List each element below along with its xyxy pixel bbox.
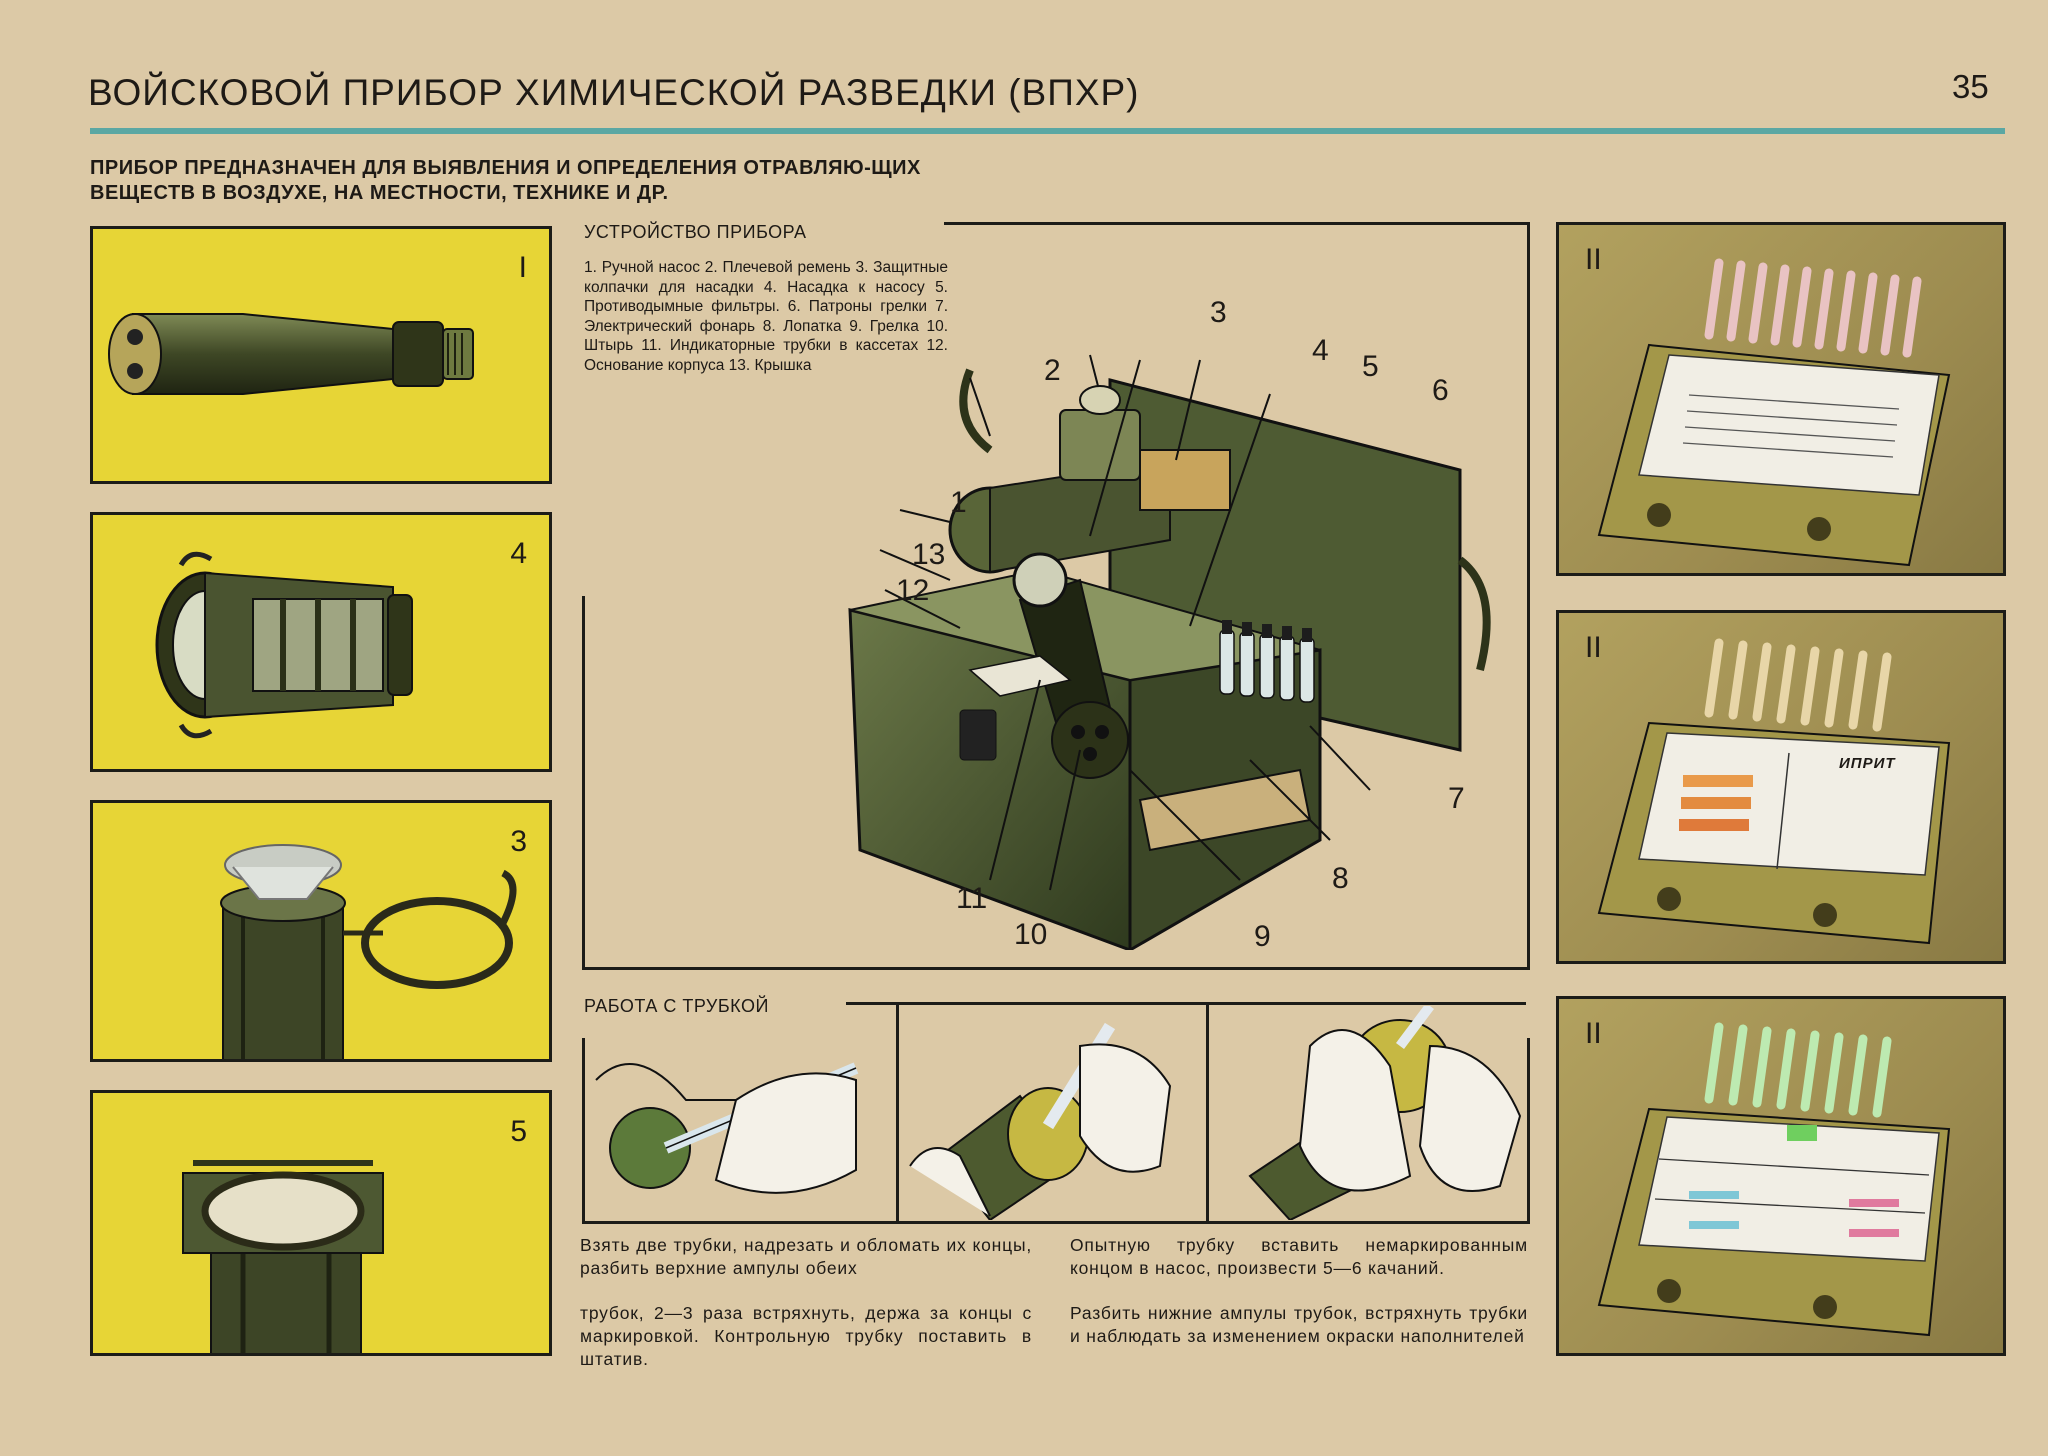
frame-bottom-line [582,967,1530,970]
callout-7: 7 [1448,782,1465,815]
panel-hand-pump: I [90,226,552,484]
panel-number: I [518,251,527,284]
panel-number: 5 [510,1115,527,1148]
device-legend: 1. Ручной насос 2. Плечевой ремень 3. За… [584,259,948,374]
page-number: 35 [1952,68,1989,105]
callout-12: 12 [896,574,930,607]
caption-right-1: Опытную трубку вставить немаркированным … [1070,1235,1528,1278]
panel-number: 3 [510,825,527,858]
smoke-filter-icon [182,1160,384,1353]
page-title: ВОЙСКОВОЙ ПРИБОР ХИМИЧЕСКОЙ РАЗВЕДКИ (ВП… [88,72,1140,113]
callout-4: 4 [1312,334,1329,367]
callout-1: 1 [950,486,967,519]
caption-left-2: трубок, 2—3 раза встряхнуть, держа за ко… [580,1303,1032,1369]
frame-left-line [582,596,585,970]
device-heading: УСТРОЙСТВО ПРИБОРА [584,222,807,242]
tube-cassette-icon [1597,638,1951,945]
caption-left-1: Взять две трубки, надрезать и обломать и… [580,1235,1032,1278]
protective-cap-icon [220,844,517,1059]
intro-text: ПРИБОР ПРЕДНАЗНАЧЕН ДЛЯ ВЫЯВЛЕНИЯ И ОПРЕ… [90,157,921,204]
callout-2: 2 [1044,354,1061,387]
panel-number: II [1585,243,1602,276]
callout-3: 3 [1210,296,1227,329]
hand-pump-icon [108,313,474,395]
tube-work-top-line [846,1002,1526,1005]
tube-step-break-icon [595,1062,859,1194]
tube-work-divider-1 [896,1002,899,1224]
frame-right-line [1527,222,1530,970]
panel-smoke-filter: 5 [90,1090,552,1356]
panel-tube-set-2: II ИПРИТ [1556,610,2006,964]
panel-tube-set-1: II [1556,222,2006,576]
panel-number: 4 [510,537,527,570]
callout-9: 9 [1254,920,1271,953]
tube-work-frame [582,1038,1530,1224]
panel-protective-cap: 3 [90,800,552,1062]
title-rule [90,128,2005,134]
callout-11: 11 [956,882,988,915]
card-label-iprit: ИПРИТ [1839,755,1896,772]
tube-work-heading: РАБОТА С ТРУБКОЙ [584,996,769,1016]
tube-cassette-icon [1597,258,1951,567]
panel-nozzle: 4 [90,512,552,772]
callout-6: 6 [1432,374,1449,407]
frame-top-line [944,222,1530,225]
panel-number: II [1585,1017,1602,1050]
tube-step-pump-icon [1248,1006,1522,1220]
vpkhr-device-illustration [848,354,1491,950]
callout-8: 8 [1332,862,1349,895]
caption-right-2: Разбить нижние ампулы трубок, встряхнуть… [1070,1303,1528,1346]
callout-10: 10 [1014,918,1048,951]
tube-step-insert-icon [909,1022,1172,1220]
panel-number: II [1585,631,1602,664]
tube-work-divider-2 [1206,1002,1209,1224]
callout-13: 13 [912,538,946,571]
nozzle-icon [155,551,413,739]
tube-cassette-icon [1597,1022,1951,1337]
callout-5: 5 [1362,350,1379,383]
panel-tube-set-3: II [1556,996,2006,1356]
